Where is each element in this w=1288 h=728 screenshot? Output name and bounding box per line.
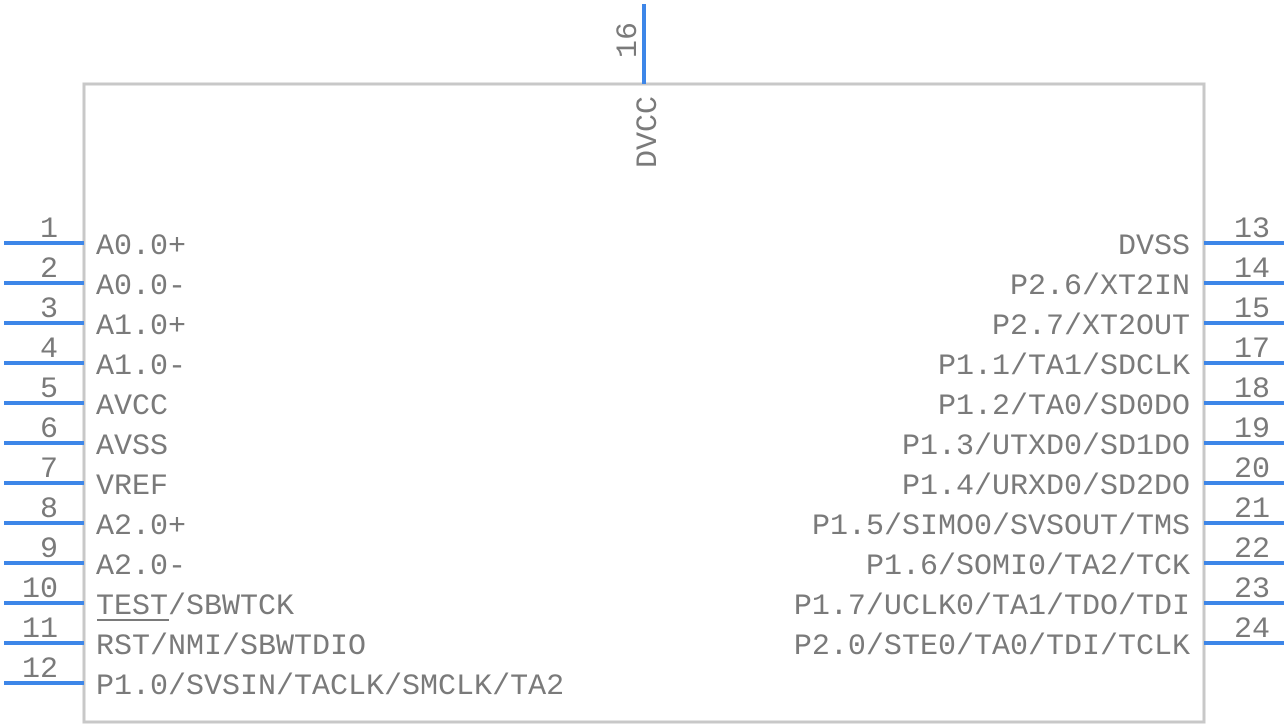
pin-2-name-a0-0: A0.0- [96,270,186,304]
pin-9-number: 9 [40,533,58,567]
pin-17-number: 17 [1234,333,1270,367]
pin-18-name-p1-2-ta0-sd0do: P1.2/TA0/SD0DO [938,390,1190,424]
pin-12-name-p1-0-svsin-taclk-smclk-ta2: P1.0/SVSIN/TACLK/SMCLK/TA2 [96,670,564,704]
pin-23-name-p1-7-uclk0-ta1-tdo-tdi: P1.7/UCLK0/TA1/TDO/TDI [794,590,1190,624]
pin-16-name-dvcc: DVCC [632,96,666,168]
pin-20-number: 20 [1234,453,1270,487]
pin-22-name-p1-6-somi0-ta2-tck: P1.6/SOMI0/TA2/TCK [866,550,1190,584]
pin-7-number: 7 [40,453,58,487]
pin-20-name-p1-4-urxd0-sd2do: P1.4/URXD0/SD2DO [902,470,1190,504]
pin-13-name-dvss: DVSS [1118,230,1190,264]
pin-4-number: 4 [40,333,58,367]
pin-19-name-p1-3-utxd0-sd1do: P1.3/UTXD0/SD1DO [902,430,1190,464]
pin-3-number: 3 [40,293,58,327]
pin-13-number: 13 [1234,213,1270,247]
pin-19-number: 19 [1234,413,1270,447]
pin-14-name-p2-6-xt2in: P2.6/XT2IN [1010,270,1190,304]
pin-2-number: 2 [40,253,58,287]
pin-15-name-p2-7-xt2out: P2.7/XT2OUT [992,310,1190,344]
pin-10-name-test-sbwtck: TEST/SBWTCK [96,590,294,624]
pin-10-number: 10 [22,573,58,607]
pin-11-name-rst-nmi-sbwtdio: RST/NMI/SBWTDIO [96,630,366,664]
pin-9-name-a2-0: A2.0- [96,550,186,584]
pin-11-number: 11 [22,613,58,647]
pin-22-number: 22 [1234,533,1270,567]
pin-6-name-avss: AVSS [96,430,168,464]
pin-8-name-a2-0: A2.0+ [96,510,186,544]
pin-5-name-avcc: AVCC [96,390,168,424]
pin-8-number: 8 [40,493,58,527]
pin-5-number: 5 [40,373,58,407]
pin-21-name-p1-5-simo0-svsout-tms: P1.5/SIMO0/SVSOUT/TMS [812,510,1190,544]
pin-12-number: 12 [22,653,58,687]
pin-1-name-a0-0: A0.0+ [96,230,186,264]
pin-16-number: 16 [612,22,646,58]
pin-14-number: 14 [1234,253,1270,287]
pin-18-number: 18 [1234,373,1270,407]
pin-24-number: 24 [1234,613,1270,647]
pin-6-number: 6 [40,413,58,447]
pin-1-number: 1 [40,213,58,247]
pin-23-number: 23 [1234,573,1270,607]
pin-24-name-p2-0-ste0-ta0-tdi-tclk: P2.0/STE0/TA0/TDI/TCLK [794,630,1190,664]
pin-7-name-vref: VREF [96,470,168,504]
pin-4-name-a1-0: A1.0- [96,350,186,384]
pin-15-number: 15 [1234,293,1270,327]
pin-3-name-a1-0: A1.0+ [96,310,186,344]
pin-21-number: 21 [1234,493,1270,527]
pin-17-name-p1-1-ta1-sdclk: P1.1/TA1/SDCLK [938,350,1190,384]
